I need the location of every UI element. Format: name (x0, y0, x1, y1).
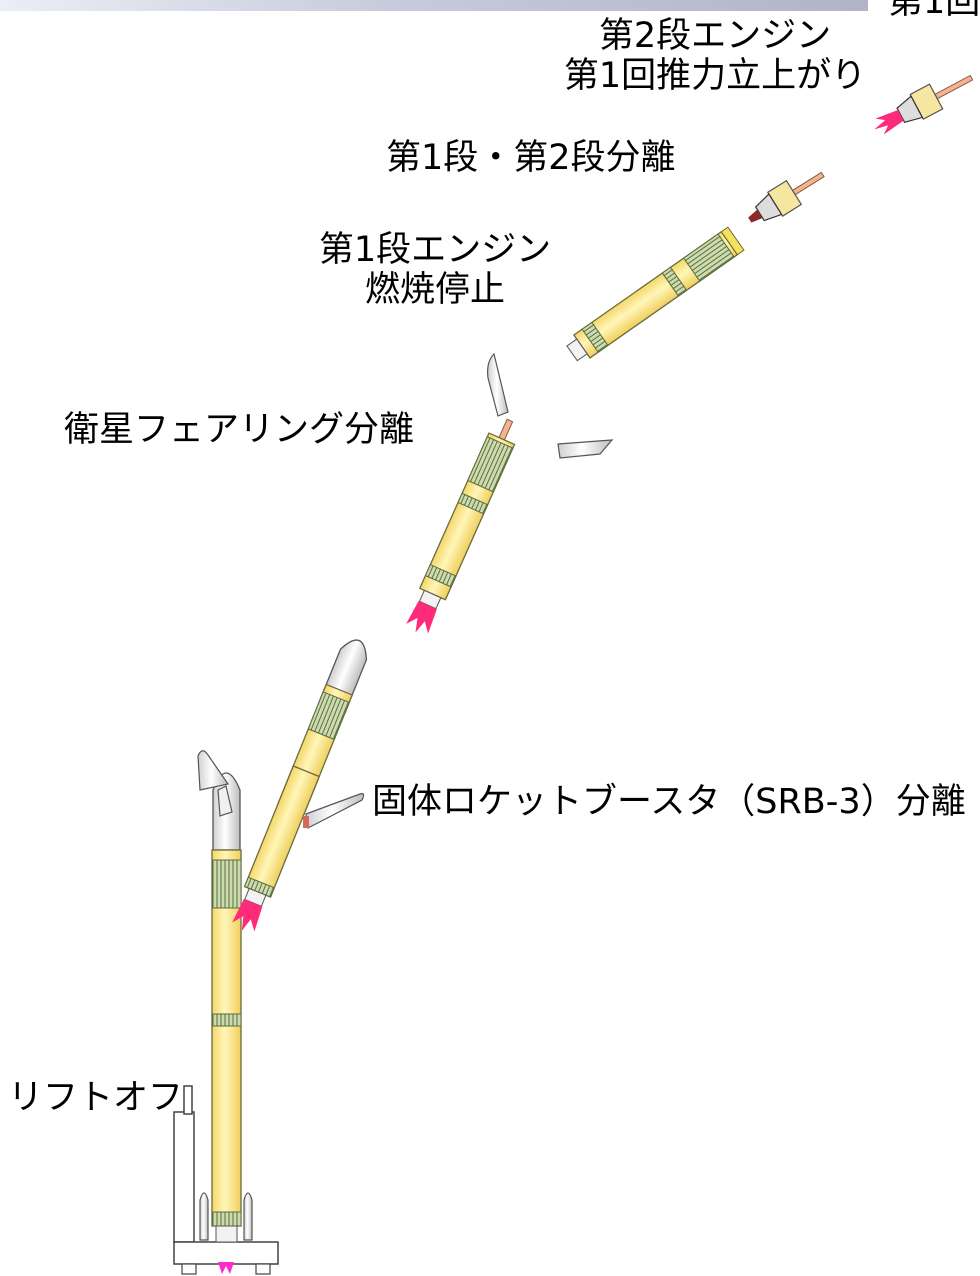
fairing-separation-rocket (406, 418, 516, 634)
launch-tower (173, 1111, 195, 1243)
label-srb-separation: 固体ロケットブースタ（SRB-3）分離 (372, 782, 966, 822)
srb-separation-rocket (232, 639, 368, 932)
second-stage-ignition (874, 74, 974, 135)
liftoff-rocket (173, 772, 279, 1275)
label-liftoff: リフトオフ (8, 1078, 184, 1118)
header-bar (0, 0, 868, 11)
fairing-half-right (557, 439, 614, 459)
label-line-1: 第1段エンジン (318, 230, 552, 270)
jettisoned-srb-right (303, 793, 365, 829)
label-line-1: 第2段エンジン (598, 16, 832, 56)
first-stage-cutoff-rocket (566, 226, 745, 362)
label-clipped-top: 第1回 (888, 0, 980, 22)
label-first-stage-cutoff: 第1段エンジン 燃焼停止 (300, 230, 570, 310)
label-stage-separation: 第1段・第2段分離 (386, 138, 676, 178)
jettisoned-srb-left (197, 750, 233, 817)
label-line-2: 燃焼停止 (364, 270, 505, 310)
label-line-2: 第1回推力立上がり (563, 56, 867, 96)
second-stage-separated (748, 171, 825, 223)
label-fairing-separation: 衛星フェアリング分離 (64, 410, 415, 450)
launch-pad (173, 1241, 279, 1265)
label-second-stage-ignition: 第2段エンジン 第1回推力立上がり (540, 16, 890, 96)
fairing-half-left (487, 352, 509, 417)
